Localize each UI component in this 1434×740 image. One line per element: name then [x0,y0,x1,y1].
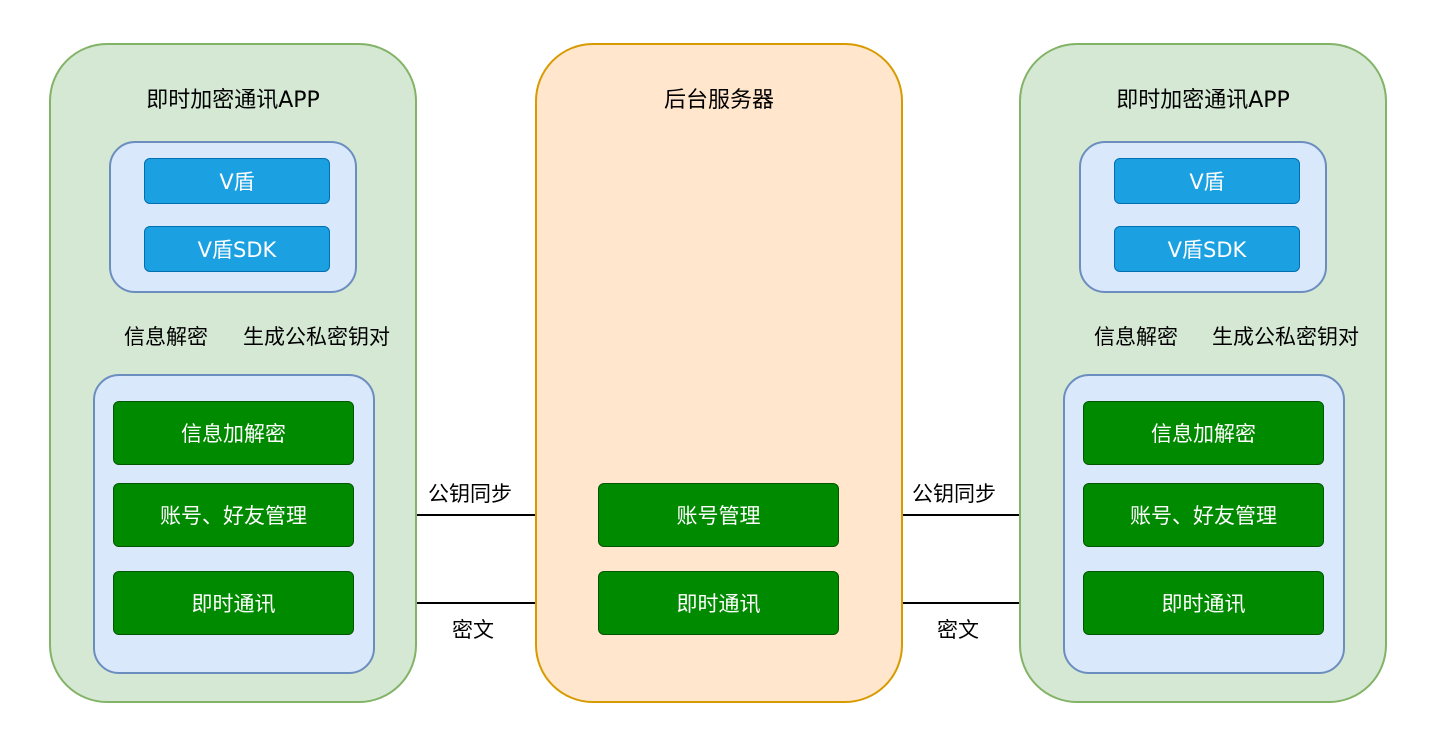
server-module-account: 账号管理 [598,483,839,547]
left-app-title: 即时加密通讯APP [146,88,320,113]
left-module-im: 即时通讯 [113,571,354,635]
server-module-im: 即时通讯 [598,571,839,635]
left-pubkey-sync-label: 公钥同步 [428,482,512,506]
right-module-crypto: 信息加解密 [1083,401,1324,465]
left-vdun-box: V盾 [144,158,330,204]
left-decrypt-label: 信息解密 [124,325,208,349]
right-decrypt-label: 信息解密 [1094,325,1178,349]
right-keygen-label: 生成公私密钥对 [1212,325,1359,349]
server-title: 后台服务器 [663,88,774,113]
right-ciphertext-label: 密文 [937,618,979,642]
right-module-account: 账号、好友管理 [1083,483,1324,547]
left-module-crypto: 信息加解密 [113,401,354,465]
left-vdun-sdk-box: V盾SDK [144,226,330,272]
right-pubkey-sync-label: 公钥同步 [912,482,996,506]
left-ciphertext-label: 密文 [452,618,494,642]
right-app-title: 即时加密通讯APP [1116,88,1290,113]
left-keygen-label: 生成公私密钥对 [243,325,390,349]
left-module-account: 账号、好友管理 [113,483,354,547]
right-vdun-sdk-box: V盾SDK [1114,226,1300,272]
right-vdun-box: V盾 [1114,158,1300,204]
right-module-im: 即时通讯 [1083,571,1324,635]
